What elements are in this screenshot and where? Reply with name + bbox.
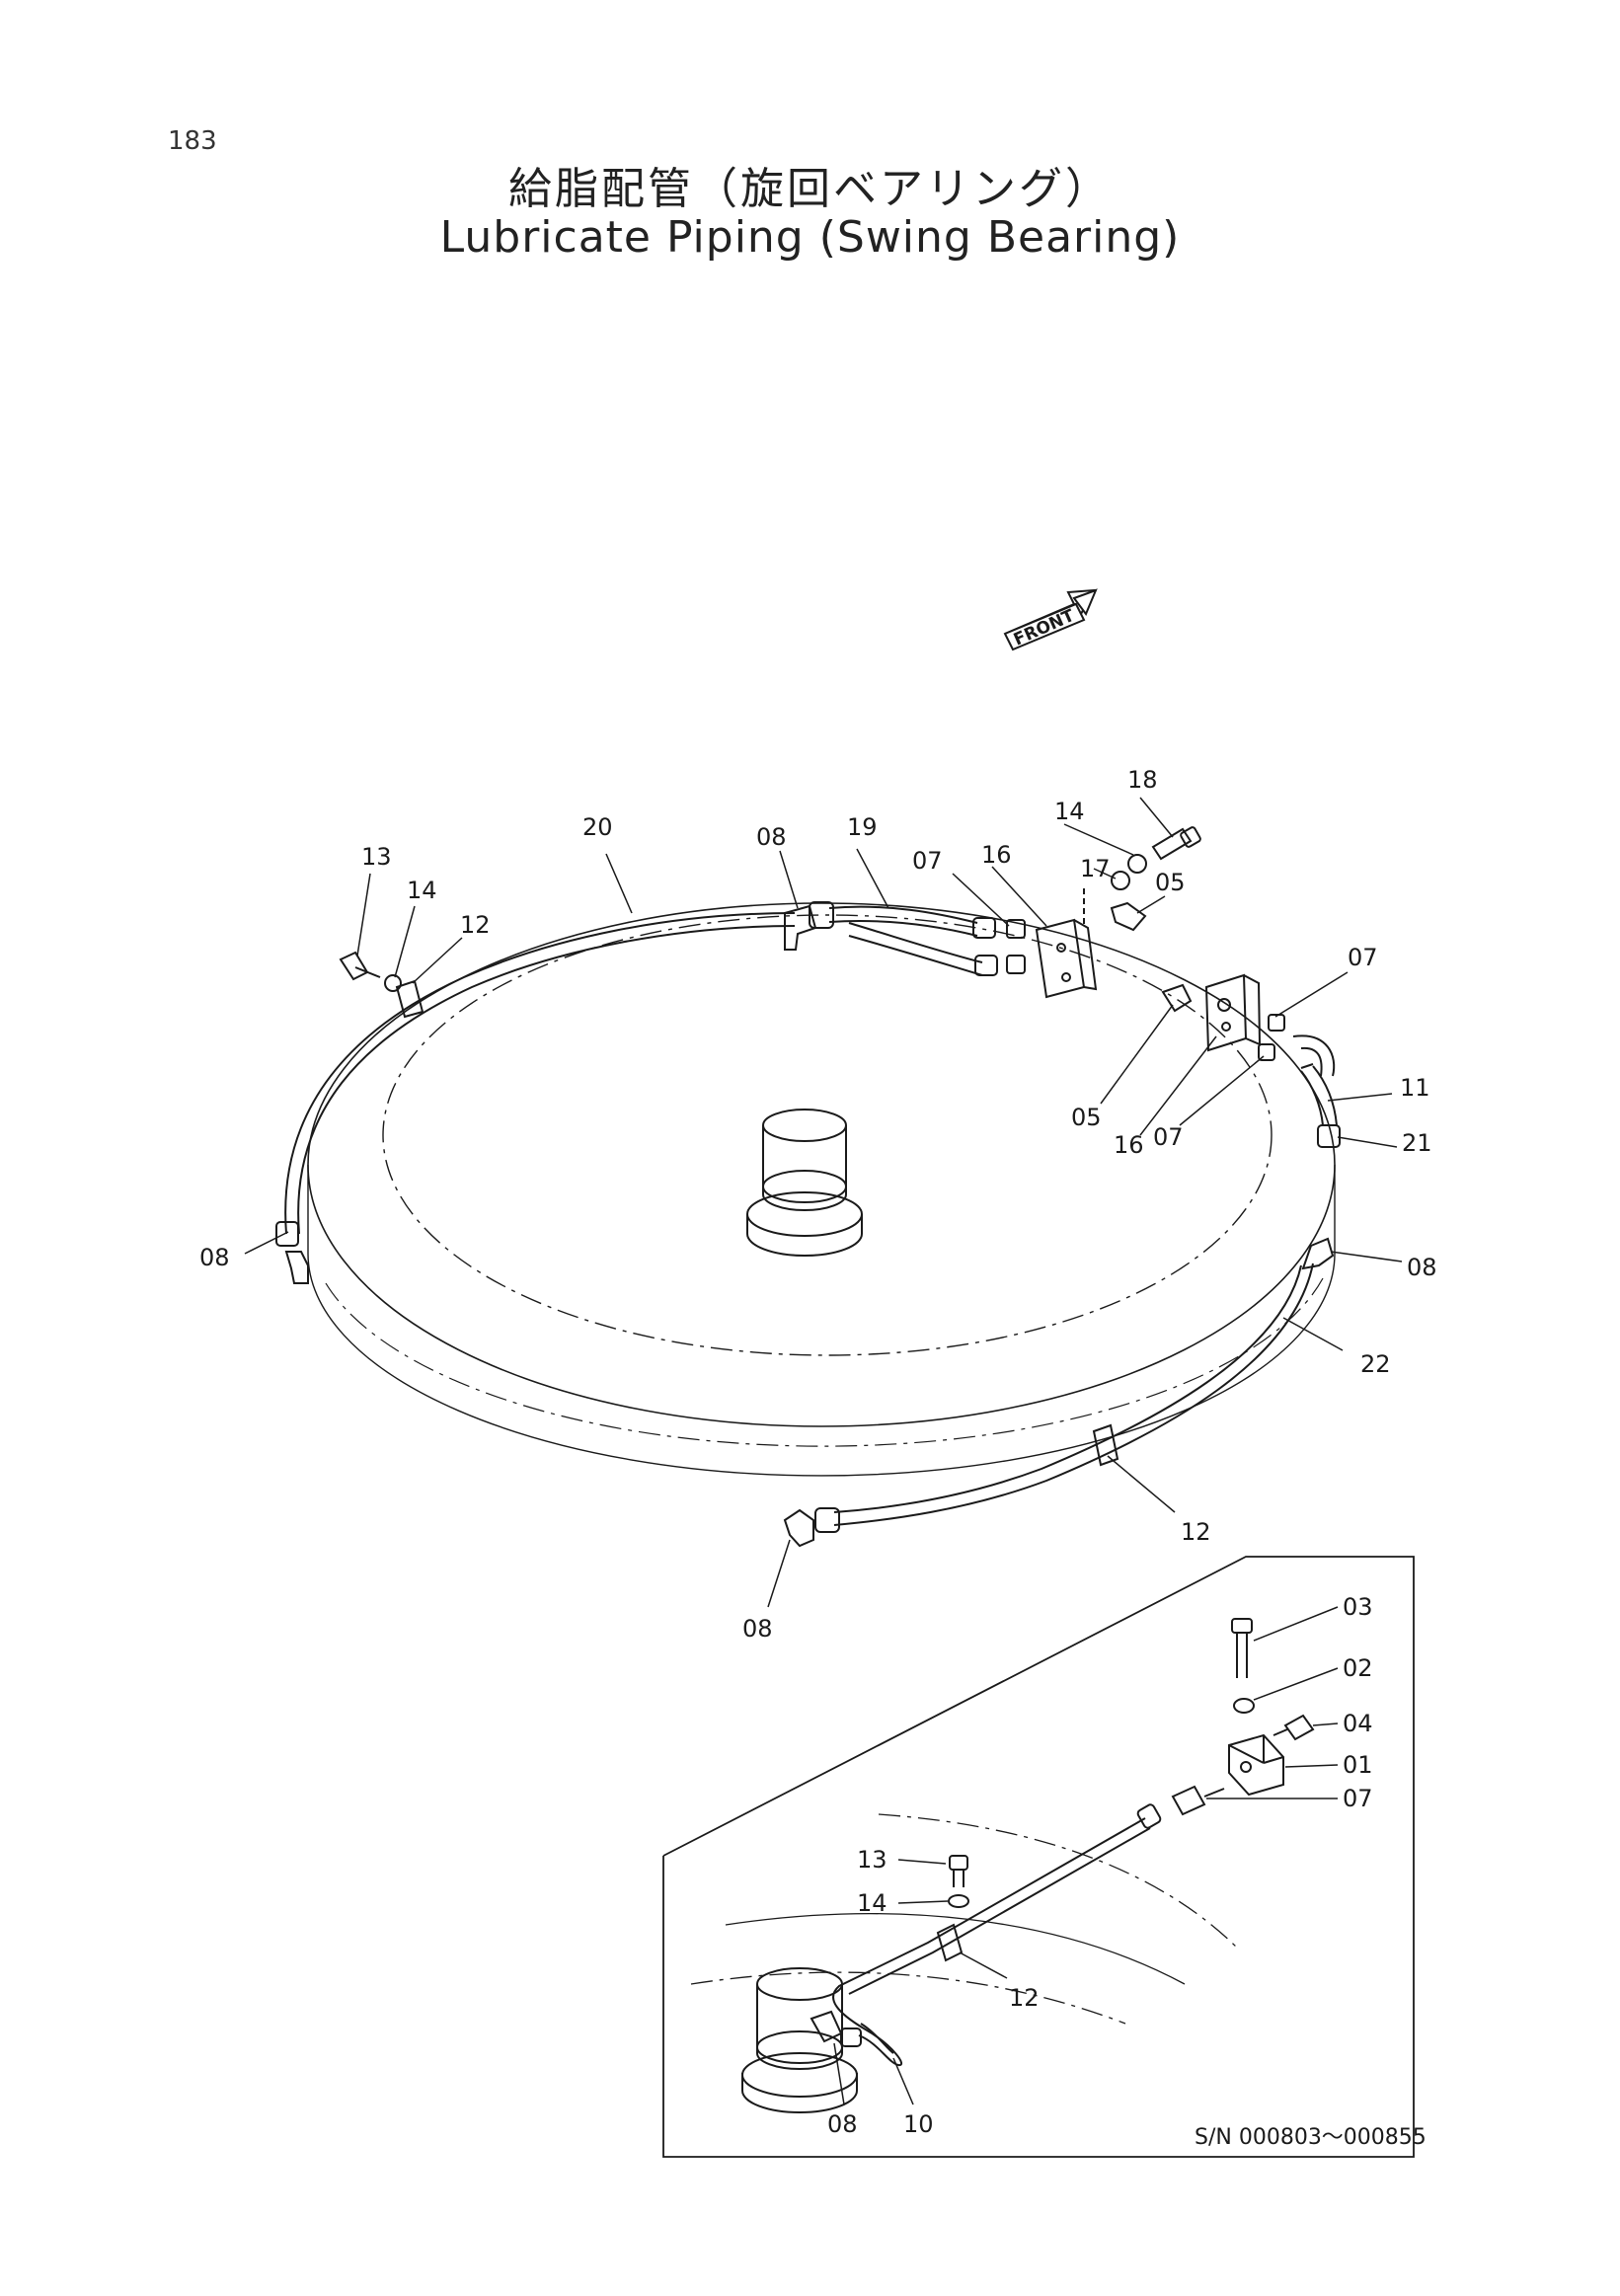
callout-14: 14	[857, 1889, 887, 1917]
callout-21: 21	[1402, 1129, 1432, 1157]
inset-washer-02	[1233, 1698, 1255, 1714]
callout-20: 20	[582, 813, 613, 841]
hose-11	[1292, 1034, 1338, 1126]
front-arrow: FRONT	[1003, 588, 1098, 651]
inset-elbow-08	[810, 2010, 843, 2043]
inset-fitting-04	[1273, 1714, 1315, 1741]
callout-19: 19	[847, 813, 878, 841]
front-label: FRONT	[1011, 606, 1078, 651]
inset-swivel	[741, 1967, 858, 2113]
callout-14: 14	[1054, 798, 1085, 825]
clamp-12-left	[395, 979, 424, 1019]
detail-inset-frame	[662, 1556, 1415, 2158]
callout-08: 08	[1407, 1254, 1437, 1281]
callout-04: 04	[1343, 1710, 1373, 1737]
adapter-07-a	[1006, 919, 1026, 939]
callout-11: 11	[1400, 1074, 1430, 1102]
callout-08: 08	[199, 1244, 230, 1271]
pipe-19	[809, 901, 998, 976]
fitting-21	[1317, 1124, 1341, 1148]
callout-08: 08	[742, 1615, 773, 1643]
callout-07: 07	[912, 847, 943, 875]
inset-block-01	[1228, 1733, 1284, 1797]
callout-05: 05	[1071, 1104, 1102, 1131]
fitting-05-right	[1161, 983, 1193, 1013]
pipe-20	[275, 912, 796, 1247]
washer-14-top	[1127, 854, 1147, 874]
callout-13: 13	[857, 1846, 887, 1874]
callout-08: 08	[827, 2110, 858, 2138]
washer-14-left	[384, 974, 402, 992]
callout-03: 03	[1343, 1593, 1373, 1621]
adapter-07-c	[1268, 1014, 1285, 1032]
callout-12: 12	[460, 911, 491, 939]
inset-adapter-07	[1171, 1785, 1225, 1816]
callout-22: 22	[1360, 1350, 1391, 1378]
inset-ring-arcs	[690, 1813, 1240, 2025]
adapter-07-b	[1006, 955, 1026, 974]
leader-lines	[244, 797, 1403, 1608]
callout-12: 12	[1009, 1984, 1040, 2012]
title-japanese: 給脂配管（旋回ベアリング）	[508, 164, 1112, 214]
callout-17: 17	[1080, 855, 1111, 882]
inset-clamp-12	[936, 1923, 964, 1962]
inset-washer-14	[948, 1894, 969, 1908]
clamp-12-bottom	[1092, 1423, 1119, 1467]
title-english: Lubricate Piping (Swing Bearing)	[439, 212, 1181, 263]
callout-07: 07	[1343, 1785, 1373, 1812]
callout-05: 05	[1155, 869, 1186, 896]
block-16-top	[1035, 888, 1098, 999]
elbow-08-right	[1301, 1237, 1335, 1270]
callout-labels: 13 14 12 20 08 19 07 16 18 14 17 05 07 0…	[199, 766, 1437, 2150]
elbow-08-top	[784, 904, 817, 951]
elbow-08-left	[284, 1251, 309, 1284]
callout-18: 18	[1127, 766, 1158, 794]
inset-bolt-13	[949, 1855, 968, 1887]
swing-bearing-ring	[307, 902, 1336, 1477]
callout-13: 13	[361, 843, 392, 871]
inset-bolt-03	[1231, 1618, 1253, 1678]
elbow-08-bottom	[783, 1508, 814, 1548]
washer-17	[1111, 871, 1130, 890]
block-16-right	[1204, 973, 1262, 1052]
callout-10: 10	[903, 2110, 934, 2138]
pipe-22	[814, 1263, 1314, 1533]
adapter-07-d	[1258, 1043, 1275, 1061]
bolt-13-left	[339, 951, 381, 981]
callout-07: 07	[1348, 944, 1378, 971]
callout-01: 01	[1343, 1751, 1373, 1779]
callout-02: 02	[1343, 1654, 1373, 1682]
callout-12: 12	[1181, 1518, 1211, 1546]
bolt-18	[1151, 826, 1201, 861]
fitting-05-top	[1110, 901, 1147, 932]
serial-number-range: S/N 000803～000855	[1195, 2125, 1427, 2150]
callout-16: 16	[981, 841, 1012, 869]
page-number: 183	[168, 126, 217, 156]
inset-pipe-10	[832, 1803, 1162, 2067]
inset-leader-lines	[833, 1606, 1339, 2105]
callout-16: 16	[1114, 1131, 1144, 1159]
callout-14: 14	[407, 877, 437, 904]
center-swivel	[746, 1109, 863, 1257]
callout-07: 07	[1153, 1123, 1184, 1151]
callout-08: 08	[756, 823, 787, 851]
inset-nut	[840, 2028, 862, 2047]
